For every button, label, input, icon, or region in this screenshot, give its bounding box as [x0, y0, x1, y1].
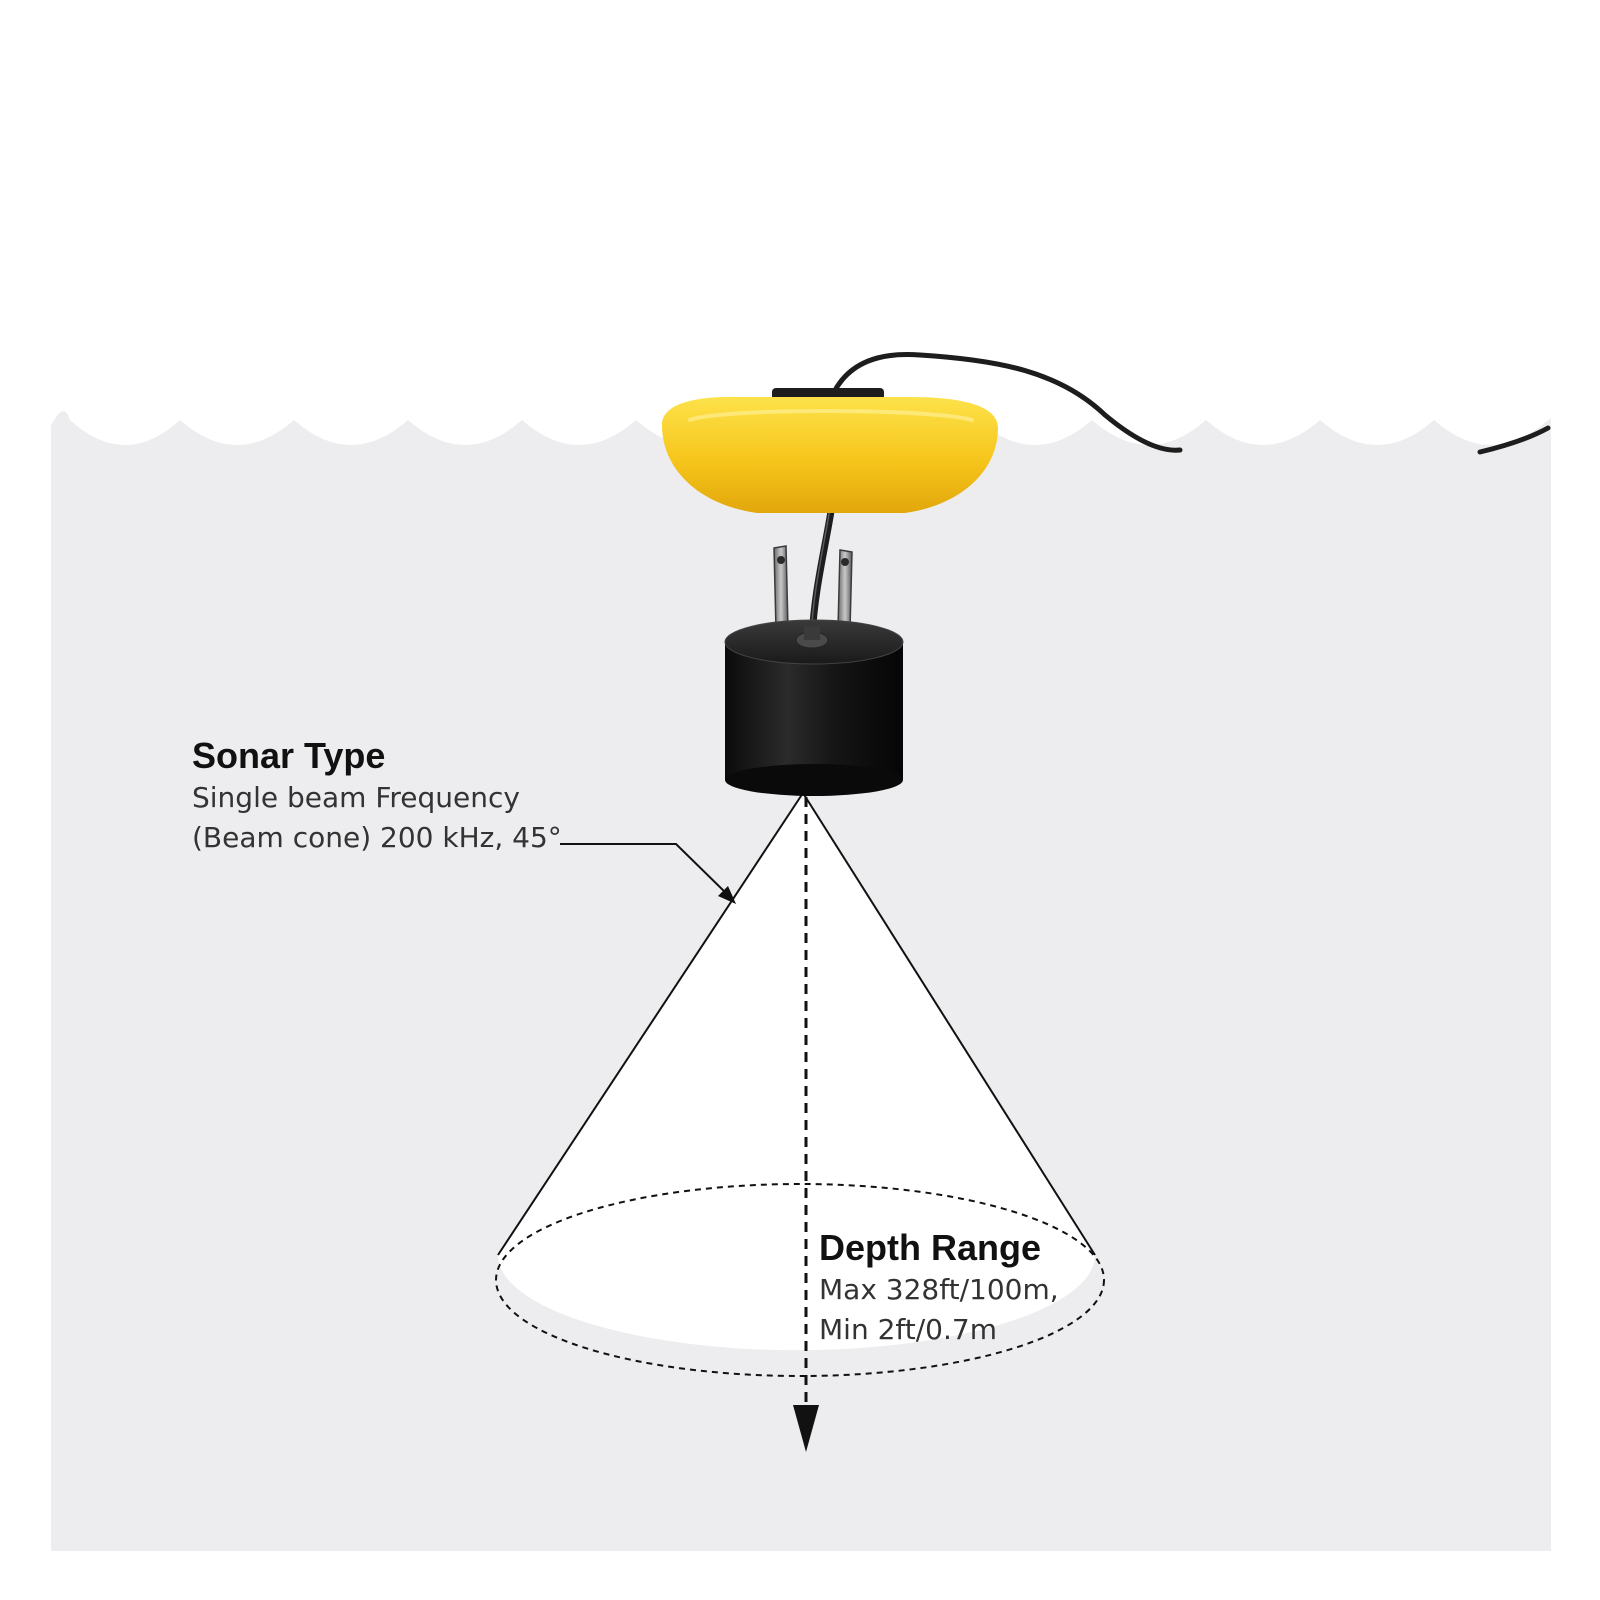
beam-footprint-ellipse — [495, 1183, 1105, 1377]
float-highlight — [688, 409, 974, 422]
transducer-bottom — [725, 764, 903, 796]
sonar-type-title: Sonar Type — [192, 735, 386, 776]
depth-range-line-1: Max 328ft/100m, — [819, 1273, 1059, 1306]
bracket-right-hole — [841, 558, 849, 566]
cable-grommet-neck — [804, 626, 820, 640]
depth-arrow-head — [793, 1405, 819, 1452]
beam-edge-left — [497, 792, 804, 1256]
bracket-left-hole — [777, 556, 785, 564]
sonar-type-line-1: Single beam Frequency — [192, 781, 520, 814]
sonar-leader-line — [560, 843, 729, 896]
beam-edge-right — [802, 792, 1096, 1256]
beam-cone-bottom — [498, 1255, 1095, 1351]
sonar-type-line-2: (Beam cone) 200 kHz, 45° — [192, 821, 562, 854]
float-body — [662, 396, 998, 513]
depth-range-callout: Depth Range Max 328ft/100m, Min 2ft/0.7m — [819, 1226, 1059, 1350]
depth-range-title: Depth Range — [819, 1227, 1042, 1268]
beam-cone — [498, 793, 1095, 1255]
sonar-type-callout: Sonar Type Single beam Frequency (Beam c… — [192, 734, 562, 858]
depth-range-line-2: Min 2ft/0.7m — [819, 1313, 997, 1346]
cable — [831, 352, 1183, 453]
sonar-leader-arrow — [718, 886, 736, 904]
cable-tail — [1477, 425, 1551, 455]
